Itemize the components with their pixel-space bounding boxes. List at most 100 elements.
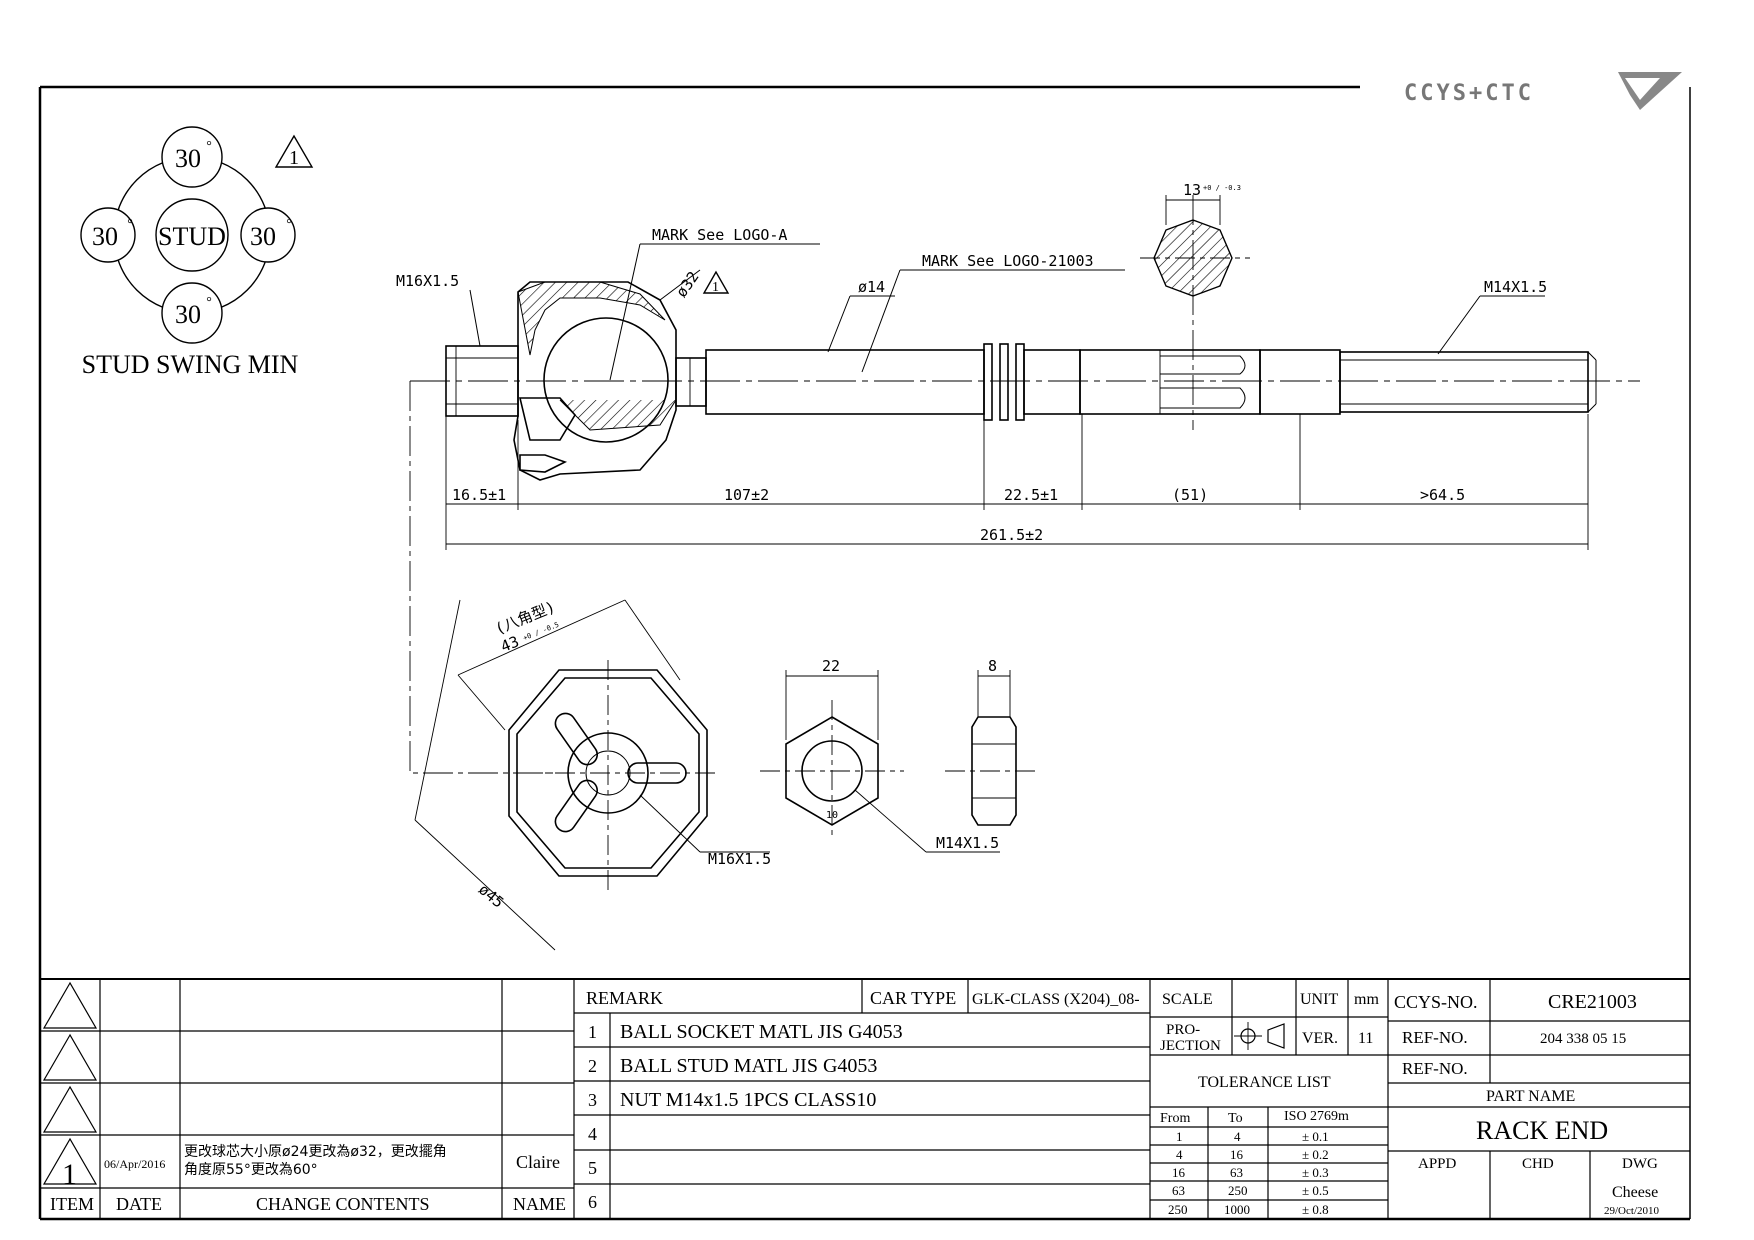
tol-val-4: ± 0.5 xyxy=(1302,1183,1329,1198)
nut-class-mark: 10 xyxy=(826,810,838,821)
ball-revision-mark: 1 xyxy=(712,280,719,295)
hex-tol-label: +0 / -0.3 xyxy=(1203,184,1241,192)
stud-angle-right: 30 xyxy=(250,222,276,251)
stud-degree-top: ° xyxy=(206,139,212,154)
rev-date-4: 06/Apr/2016 xyxy=(104,1157,165,1171)
tolerance-title: TOLERANCE LIST xyxy=(1198,1074,1331,1091)
remark-no-3: 3 xyxy=(588,1090,597,1110)
remark-header: REMARK xyxy=(586,988,663,1008)
stud-degree-right: ° xyxy=(286,217,292,232)
end-view xyxy=(414,599,770,951)
logo-mark-icon xyxy=(1618,72,1682,110)
tol-from-3: 16 xyxy=(1172,1165,1186,1180)
shaft-dia-label: ø14 xyxy=(858,278,885,296)
ccys-no-value: CRE21003 xyxy=(1548,991,1637,1013)
unit-value: mm xyxy=(1354,991,1379,1008)
dim-5-label: >64.5 xyxy=(1420,486,1465,504)
dwg-date: 29/Oct/2010 xyxy=(1604,1205,1659,1217)
dim-1-label: 16.5±1 xyxy=(452,486,506,504)
drawing-border xyxy=(38,85,1691,1221)
remark-no-1: 1 xyxy=(588,1022,597,1042)
rev-change-4-line1: 更改球芯大小原ø24更改為ø32，更改擺角 xyxy=(184,1144,447,1160)
tol-to-1: 4 xyxy=(1234,1129,1241,1144)
mark-logo-b-label: MARK See LOGO-21003 xyxy=(922,252,1094,270)
rack-end-side-view xyxy=(409,195,1640,774)
mark-logo-a-label: MARK See LOGO-A xyxy=(652,226,787,244)
dim-2-label: 107±2 xyxy=(724,486,769,504)
thread-right-label: M14X1.5 xyxy=(1484,278,1547,296)
tol-val-2: ± 0.2 xyxy=(1302,1147,1329,1162)
stud-swing-diagram xyxy=(80,126,314,344)
header-item: ITEM xyxy=(50,1194,94,1214)
stud-center-label: STUD xyxy=(158,222,226,251)
header-date: DATE xyxy=(116,1194,162,1214)
rev-item-4: 1 xyxy=(62,1158,77,1191)
title-block-grid xyxy=(40,978,1690,1219)
car-type-label: CAR TYPE xyxy=(870,988,956,1008)
ref-no-label-1: REF-NO. xyxy=(1402,1028,1468,1047)
nut-thickness-label: 8 xyxy=(988,657,997,675)
nut-views xyxy=(760,670,1040,853)
stud-swing-caption: STUD SWING MIN xyxy=(82,350,299,379)
ball-dia-label: ø32 xyxy=(672,268,702,301)
nut-thread-label: M14X1.5 xyxy=(936,834,999,852)
stud-degree-left: ° xyxy=(127,217,133,232)
tol-header-to: To xyxy=(1228,1111,1243,1126)
stud-angle-top: 30 xyxy=(175,144,201,173)
end-thread-label: M16X1.5 xyxy=(708,850,771,868)
unit-label: UNIT xyxy=(1300,991,1338,1008)
tol-val-3: ± 0.3 xyxy=(1302,1165,1329,1180)
part-name-label: PART NAME xyxy=(1486,1088,1575,1105)
ref-no-label-2: REF-NO. xyxy=(1402,1059,1468,1078)
revision-triangle-icon xyxy=(274,134,314,168)
tol-to-2: 16 xyxy=(1230,1147,1244,1162)
tol-header-from: From xyxy=(1160,1111,1190,1126)
remark-text-3: NUT M14x1.5 1PCS CLASS10 xyxy=(620,1089,876,1111)
stud-revision-mark: 1 xyxy=(289,147,299,169)
stud-degree-bottom: ° xyxy=(206,295,212,310)
outer-dia-label: ø45 xyxy=(475,880,507,911)
car-type-value: GLK-CLASS (X204)_08- xyxy=(972,991,1140,1008)
nut-width-label: 22 xyxy=(822,657,840,675)
tol-header-iso: ISO 2769m xyxy=(1284,1109,1349,1124)
ball-revision-triangle-icon xyxy=(702,270,730,294)
company-logo-text: CCYS+CTC xyxy=(1404,81,1534,106)
dim-3-label: 22.5±1 xyxy=(1004,486,1058,504)
ver-label: VER. xyxy=(1302,1030,1338,1047)
tol-val-5: ± 0.8 xyxy=(1302,1202,1329,1217)
remark-no-4: 4 xyxy=(588,1124,597,1144)
revision-triangle-icon-1 xyxy=(42,981,98,1029)
ccys-no-label: CCYS-NO. xyxy=(1394,992,1478,1012)
dim-total-label: 261.5±2 xyxy=(980,526,1043,544)
remark-no-5: 5 xyxy=(588,1158,597,1178)
tol-from-2: 4 xyxy=(1176,1147,1183,1162)
chd-label: CHD xyxy=(1522,1156,1554,1172)
rev-name-4: Claire xyxy=(516,1152,560,1172)
tol-to-5: 1000 xyxy=(1224,1202,1250,1217)
ver-value: 11 xyxy=(1358,1030,1373,1047)
hex-width-label: 13 xyxy=(1183,181,1201,199)
projection-label-1: PRO- xyxy=(1166,1022,1200,1038)
dwg-name: Cheese xyxy=(1612,1184,1658,1201)
tol-to-4: 250 xyxy=(1228,1183,1248,1198)
part-name-value: RACK END xyxy=(1476,1116,1608,1145)
scale-label: SCALE xyxy=(1162,991,1213,1008)
revision-triangle-icon-4 xyxy=(42,1137,98,1185)
across-flats-label: 43 xyxy=(498,632,521,655)
tol-from-5: 250 xyxy=(1168,1202,1188,1217)
tol-to-3: 63 xyxy=(1230,1165,1243,1180)
dim-4-label: (51) xyxy=(1172,486,1208,504)
header-name: NAME xyxy=(513,1194,566,1214)
thread-left-label: M16X1.5 xyxy=(396,272,459,290)
revision-triangle-icon-2 xyxy=(42,1033,98,1081)
stud-angle-bottom: 30 xyxy=(175,300,201,329)
projection-label-2: JECTION xyxy=(1160,1038,1221,1054)
rev-change-4-line2: 角度原55°更改為60° xyxy=(184,1162,318,1178)
tol-from-4: 63 xyxy=(1172,1183,1185,1198)
header-change: CHANGE CONTENTS xyxy=(256,1194,430,1214)
dwg-label: DWG xyxy=(1622,1156,1658,1172)
remark-text-1: BALL SOCKET MATL JIS G4053 xyxy=(620,1021,903,1043)
revision-triangle-icon-3 xyxy=(42,1085,98,1133)
stud-angle-left: 30 xyxy=(92,222,118,251)
